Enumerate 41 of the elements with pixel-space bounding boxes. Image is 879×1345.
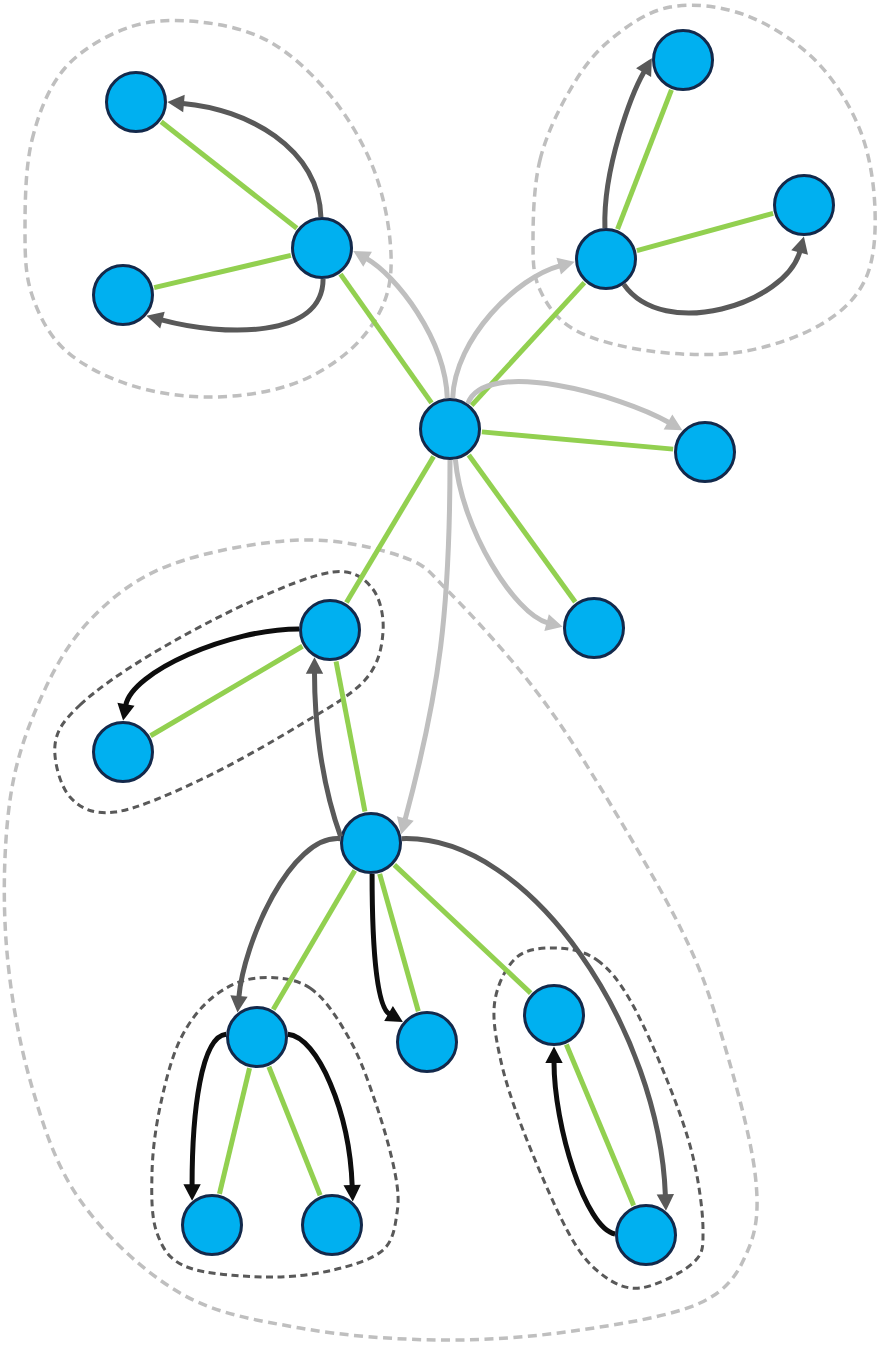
connector-line: [377, 873, 421, 1012]
connector-line: [333, 660, 368, 813]
connector-line: [466, 453, 578, 604]
dashed-outline: [150, 976, 400, 1279]
node-circle: [396, 1011, 458, 1073]
connector-line: [149, 644, 304, 738]
connector-line: [266, 1065, 323, 1197]
node-circle: [299, 599, 361, 661]
connector-line: [392, 863, 533, 995]
dashed-outline: [23, 18, 393, 399]
node-circle: [92, 721, 154, 783]
node-circle: [105, 71, 167, 133]
connector-line: [344, 455, 436, 604]
dashed-outline: [53, 570, 385, 815]
dashed-outline: [492, 946, 705, 1290]
node-circle: [340, 812, 402, 874]
node-circle: [92, 264, 154, 326]
node-circle: [419, 398, 481, 460]
connector-line: [153, 252, 292, 291]
connector-line: [338, 272, 434, 405]
node-circle: [291, 217, 353, 279]
node-circle: [523, 984, 585, 1046]
node-circle: [674, 421, 736, 483]
connector-line: [564, 1043, 636, 1207]
connector-line: [636, 211, 774, 253]
connector-line: [159, 119, 299, 231]
node-circle: [575, 228, 637, 290]
connector-line: [615, 88, 674, 231]
node-circle: [181, 1194, 243, 1256]
node-circle: [301, 1194, 363, 1256]
node-circle: [652, 29, 714, 91]
dashed-outline: [2, 538, 759, 1342]
node-circle: [615, 1204, 677, 1266]
node-circle: [563, 597, 625, 659]
connector-line: [469, 280, 587, 408]
connector-line: [271, 869, 357, 1011]
dashed-outline: [531, 3, 877, 357]
node-circle: [226, 1006, 288, 1068]
connector-line: [217, 1067, 252, 1195]
connector-line: [481, 429, 674, 452]
node-circle: [773, 174, 835, 236]
